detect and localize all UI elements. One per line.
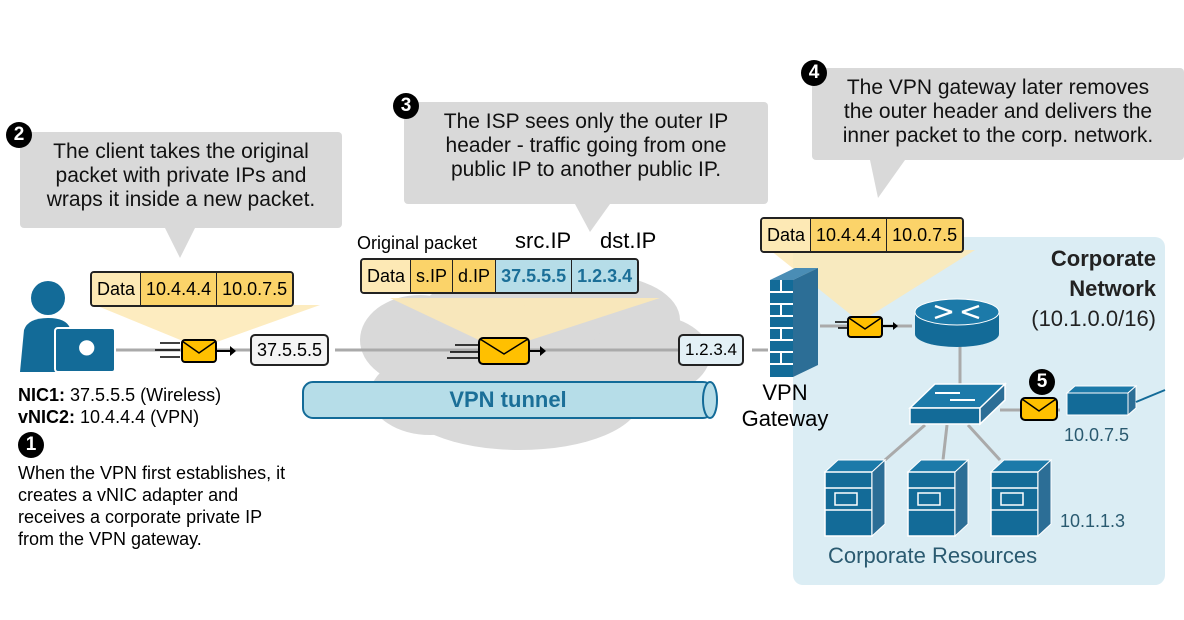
vpn-tunnel-icon — [302, 381, 718, 419]
vnic2-info: vNIC2: 10.4.4.4 (VPN) — [18, 406, 199, 428]
step-text-line: receives a corporate private IP — [18, 507, 263, 527]
packet-dst-ip-cell: 10.0.7.5 — [217, 273, 293, 305]
callout-text-line: The VPN gateway later removes — [846, 76, 1150, 99]
envelope-icon-isp — [447, 337, 546, 365]
vnic2-value: 10.4.4.4 (VPN) — [80, 407, 200, 427]
step-badge-1: 1 — [18, 432, 44, 458]
callout-tail-2 — [165, 228, 195, 258]
step-text-line: from the VPN gateway. — [18, 529, 202, 549]
corp-subnet: (10.1.0.0/16) — [1031, 306, 1156, 331]
callout-tail-4 — [870, 160, 905, 198]
gateway-label-line: Gateway — [741, 406, 829, 431]
inner-packet-gateway: Data 10.4.4.4 10.0.7.5 — [760, 217, 965, 253]
server-icon-1 — [823, 458, 887, 538]
step-badge-5: 5 — [1029, 369, 1055, 395]
step-badge-3: 3 — [393, 93, 419, 119]
packet-data-cell: Data — [762, 219, 812, 251]
vpn-tunnel-label: VPN tunnel — [449, 387, 567, 412]
corporate-resources-label: Corporate Resources — [828, 543, 1038, 568]
vpn-gateway-label: VPN Gateway — [735, 380, 835, 432]
step-badge-4: 4 — [801, 60, 827, 86]
nic1-info: NIC1: 37.5.5.5 (Wireless) — [18, 384, 221, 406]
envelope-icon-host — [1020, 397, 1058, 421]
packet-src-ip-cell: 10.4.4.4 — [811, 219, 888, 251]
firewall-gateway-icon — [770, 268, 818, 377]
callout-text-line: inner packet to the corp. network. — [842, 124, 1154, 147]
packet-outer-dst-cell: 1.2.3.4 — [572, 260, 638, 292]
packet-inner-dst-cell: d.IP — [453, 260, 497, 292]
original-packet-caption: Original packet — [357, 233, 478, 253]
packet-src-ip-cell: 10.4.4.4 — [141, 273, 218, 305]
step-text-line: When the VPN first establishes, it — [18, 463, 286, 483]
callout-text-line: The ISP sees only the outer IP — [443, 110, 729, 133]
packet-data-cell: Data — [362, 260, 412, 292]
corp-title-line: Network — [1069, 276, 1156, 301]
inner-packet-client: Data 10.4.4.4 10.0.7.5 — [90, 271, 295, 307]
callout-step-3: The ISP sees only the outer IP header - … — [404, 102, 768, 204]
user-laptop-icon — [20, 281, 116, 373]
gateway-public-ip-box: 1.2.3.4 — [678, 334, 744, 366]
switch-icon — [908, 382, 1007, 426]
envelope-icon-gateway — [835, 316, 898, 338]
nic1-label: NIC1: — [18, 385, 66, 405]
router-icon — [914, 298, 1000, 347]
corp-title-line: Corporate — [1050, 246, 1156, 271]
callout-text-line: The client takes the original — [53, 140, 309, 163]
corporate-network-title: Corporate Network (10.1.0.0/16) — [1031, 244, 1156, 334]
packet-dst-ip-cell: 10.0.7.5 — [887, 219, 963, 251]
callout-tail-3 — [575, 204, 610, 232]
callout-step-4: The VPN gateway later removes the outer … — [812, 68, 1184, 160]
src-ip-caption: src.IP — [515, 228, 572, 253]
encapsulated-packet: Data s.IP d.IP 37.5.5.5 1.2.3.4 — [360, 258, 640, 294]
workstation-icon — [1065, 384, 1166, 417]
zoom-wedge-gateway — [770, 250, 975, 322]
client-public-ip-box: 37.5.5.5 — [250, 334, 330, 366]
server-ip-label: 10.1.1.3 — [1060, 511, 1126, 531]
callout-text-line: packet with private IPs and — [55, 164, 307, 187]
step-badge-2: 2 — [6, 122, 32, 148]
callout-text-line: wraps it inside a new packet. — [46, 188, 316, 211]
zoom-wedge-client — [95, 305, 320, 348]
callout-text-line: the outer header and delivers the — [843, 100, 1153, 123]
packet-outer-src-cell: 37.5.5.5 — [496, 260, 573, 292]
callout-text-line: public IP to another public IP. — [450, 158, 722, 181]
zoom-wedge-isp — [390, 298, 660, 350]
nic1-value: 37.5.5.5 (Wireless) — [70, 385, 222, 405]
gateway-label-line: VPN — [762, 380, 808, 405]
callout-text-line: header - traffic going from one — [445, 134, 727, 157]
server-icon-3 — [989, 458, 1053, 538]
dst-ip-caption: dst.IP — [600, 228, 657, 253]
step-1-text: When the VPN first establishes, it creat… — [18, 462, 285, 550]
apple-logo-icon: ● — [78, 334, 96, 358]
server-icon-2 — [906, 458, 970, 538]
vnic2-label: vNIC2: — [18, 407, 76, 427]
envelope-icon-client — [155, 339, 236, 363]
host-ip-label: 10.0.7.5 — [1064, 425, 1130, 445]
step-text-line: creates a vNIC adapter and — [18, 485, 239, 505]
packet-data-cell: Data — [92, 273, 142, 305]
packet-inner-src-cell: s.IP — [411, 260, 454, 292]
callout-step-2: The client takes the original packet wit… — [20, 132, 342, 228]
